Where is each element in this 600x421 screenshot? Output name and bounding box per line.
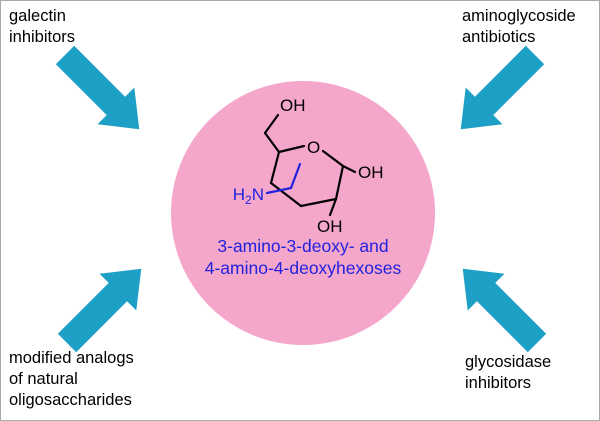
arrow-top-right: [460, 45, 545, 130]
label-oh-bottom: OH: [317, 217, 343, 236]
label-aminoglycoside-antibiotics: aminoglycoside antibiotics: [462, 7, 576, 47]
bond-line: [334, 164, 345, 201]
bond-line: [299, 197, 338, 208]
label-galectin-inhibitors: galectin inhibitors: [9, 7, 76, 47]
caption-line-1: 3-amino-3-deoxy- and: [217, 236, 388, 256]
caption-line-2: 4-amino-4-deoxyhexoses: [205, 258, 402, 278]
label-glycosidase-inhibitors: glycosidase inhibitors: [465, 353, 552, 393]
amine-bond-line: [289, 162, 302, 190]
bond-line: [321, 149, 345, 168]
label-amine-h2n: H2N: [233, 185, 264, 207]
arrow-bottom-right: [462, 268, 547, 353]
bond-line: [269, 150, 281, 185]
bond-line: [341, 164, 357, 174]
bond-line: [263, 131, 281, 154]
bond-line: [269, 181, 303, 208]
arrow-top-left: [55, 45, 140, 130]
bond-line: [263, 113, 280, 135]
molecule-structure: OH O OH OH H2N: [233, 96, 384, 236]
center-circle: [171, 81, 435, 345]
bond-line: [328, 197, 338, 217]
arrows-group: [55, 45, 547, 353]
label-ring-oxygen: O: [307, 138, 320, 157]
bond-line: [277, 144, 306, 154]
amine-bond-line: [265, 186, 293, 195]
label-oh-right: OH: [358, 163, 384, 182]
label-oh-top: OH: [280, 96, 306, 115]
arrow-bottom-left: [57, 268, 142, 353]
label-modified-analogs-oligosaccharides: modified analogs of natural oligosacchar…: [9, 349, 134, 410]
